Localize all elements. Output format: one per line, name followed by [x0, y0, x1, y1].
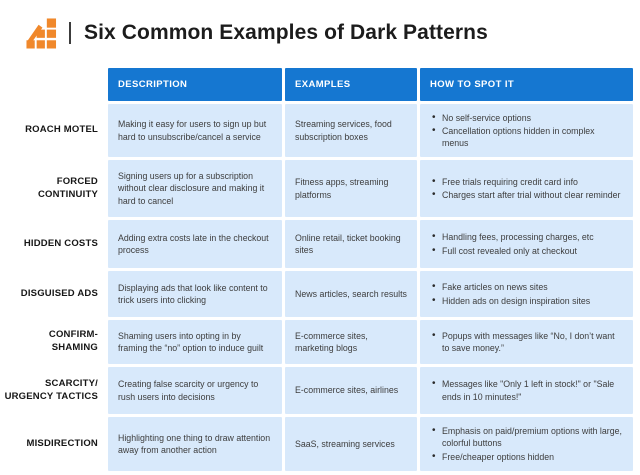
spot-cell: Free trials requiring credit card info C… [420, 160, 633, 217]
description-text: Shaming users into opting in by framing … [118, 330, 264, 353]
column-header-examples: EXAMPLES [285, 68, 417, 101]
spot-item: Full cost revealed only at checkout [430, 243, 594, 257]
examples-cell: Online retail, ticket booking sites [285, 220, 417, 268]
spot-item: Hidden ads on design inspiration sites [430, 293, 590, 307]
row-label-misdirection: MISDIRECTION [26, 437, 98, 449]
growth-chart-logo-icon [26, 18, 57, 49]
description-text: Signing users up for a subscription with… [118, 171, 265, 206]
dark-patterns-table: DESCRIPTION EXAMPLES HOW TO SPOT IT ROAC… [1, 68, 633, 471]
examples-cell: News articles, search results [285, 271, 417, 317]
description-cell: Making it easy for users to sign up but … [108, 104, 282, 157]
row-label-roach-motel: ROACH MOTEL [25, 124, 98, 136]
spot-item: Handling fees, processing charges, etc [430, 230, 594, 244]
spot-cell: Messages like "Only 1 left in stock!" or… [420, 367, 633, 414]
examples-cell: E-commerce sites, airlines [285, 367, 417, 414]
spot-list: Fake articles on news sites Hidden ads o… [430, 280, 590, 308]
spot-item: Emphasis on paid/premium options with la… [430, 424, 623, 450]
examples-text: E-commerce sites, airlines [295, 385, 399, 396]
header-divider [69, 22, 71, 44]
examples-cell: E-commerce sites, marketing blogs [285, 320, 417, 364]
examples-text: News articles, search results [295, 288, 407, 299]
spot-list: Messages like "Only 1 left in stock!" or… [430, 377, 623, 404]
spot-list: Emphasis on paid/premium options with la… [430, 424, 623, 464]
spot-item: Popups with messages like “No, I don’t w… [430, 329, 623, 355]
examples-text: E-commerce sites, marketing blogs [295, 330, 368, 353]
examples-text: Online retail, ticket booking sites [295, 232, 401, 255]
column-header-how-to-spot-it: HOW TO SPOT IT [420, 68, 633, 101]
examples-cell: Fitness apps, streaming platforms [285, 160, 417, 217]
column-header-description: DESCRIPTION [108, 68, 282, 101]
spot-item: Messages like "Only 1 left in stock!" or… [430, 377, 623, 403]
examples-cell: Streaming services, food subscription bo… [285, 104, 417, 157]
spot-item: No self-service options [430, 111, 623, 125]
row-label-confirm-shaming: CONFIRM- SHAMING [48, 329, 98, 353]
spot-list: No self-service options Cancellation opt… [430, 111, 623, 151]
row-label-scarcity-urgency-tactics: SCARCITY/ URGENCY TACTICS [4, 377, 98, 402]
examples-text: SaaS, streaming services [295, 438, 395, 449]
spot-item: Free trials requiring credit card info [430, 175, 620, 189]
description-text: Highlighting one thing to draw attention… [118, 432, 271, 455]
spot-item: Free/cheaper options hidden [430, 450, 623, 464]
table-corner-cell [1, 68, 105, 101]
description-cell: Displaying ads that look like content to… [108, 271, 282, 317]
spot-cell: Popups with messages like “No, I don’t w… [420, 320, 633, 364]
examples-text: Streaming services, food subscription bo… [295, 119, 392, 142]
description-cell: Highlighting one thing to draw attention… [108, 417, 282, 471]
description-cell: Creating false scarcity or urgency to ru… [108, 367, 282, 414]
row-label-hidden-costs: HIDDEN COSTS [23, 237, 98, 249]
page-header: Six Common Examples of Dark Patterns [0, 0, 640, 53]
spot-list: Popups with messages like “No, I don’t w… [430, 329, 623, 356]
row-label-disguised-ads: DISGUISED ADS [20, 287, 98, 299]
spot-item: Cancellation options hidden in complex m… [430, 124, 623, 150]
examples-text: Fitness apps, streaming platforms [295, 177, 389, 200]
description-text: Adding extra costs late in the checkout … [118, 232, 269, 255]
spot-cell: Handling fees, processing charges, etc F… [420, 220, 633, 268]
description-text: Creating false scarcity or urgency to ru… [118, 379, 259, 402]
description-cell: Shaming users into opting in by framing … [108, 320, 282, 364]
description-cell: Signing users up for a subscription with… [108, 160, 282, 217]
description-cell: Adding extra costs late in the checkout … [108, 220, 282, 268]
spot-cell: No self-service options Cancellation opt… [420, 104, 633, 157]
row-label-forced-continuity: FORCED CONTINUITY [37, 175, 98, 200]
spot-cell: Emphasis on paid/premium options with la… [420, 417, 633, 471]
spot-cell: Fake articles on news sites Hidden ads o… [420, 271, 633, 317]
description-text: Displaying ads that look like content to… [118, 282, 268, 305]
spot-list: Free trials requiring credit card info C… [430, 175, 620, 203]
spot-list: Handling fees, processing charges, etc F… [430, 230, 594, 258]
description-text: Making it easy for users to sign up but … [118, 119, 267, 142]
spot-item: Charges start after trial without clear … [430, 188, 620, 202]
spot-item: Fake articles on news sites [430, 280, 590, 294]
examples-cell: SaaS, streaming services [285, 417, 417, 471]
page-title: Six Common Examples of Dark Patterns [84, 21, 488, 44]
